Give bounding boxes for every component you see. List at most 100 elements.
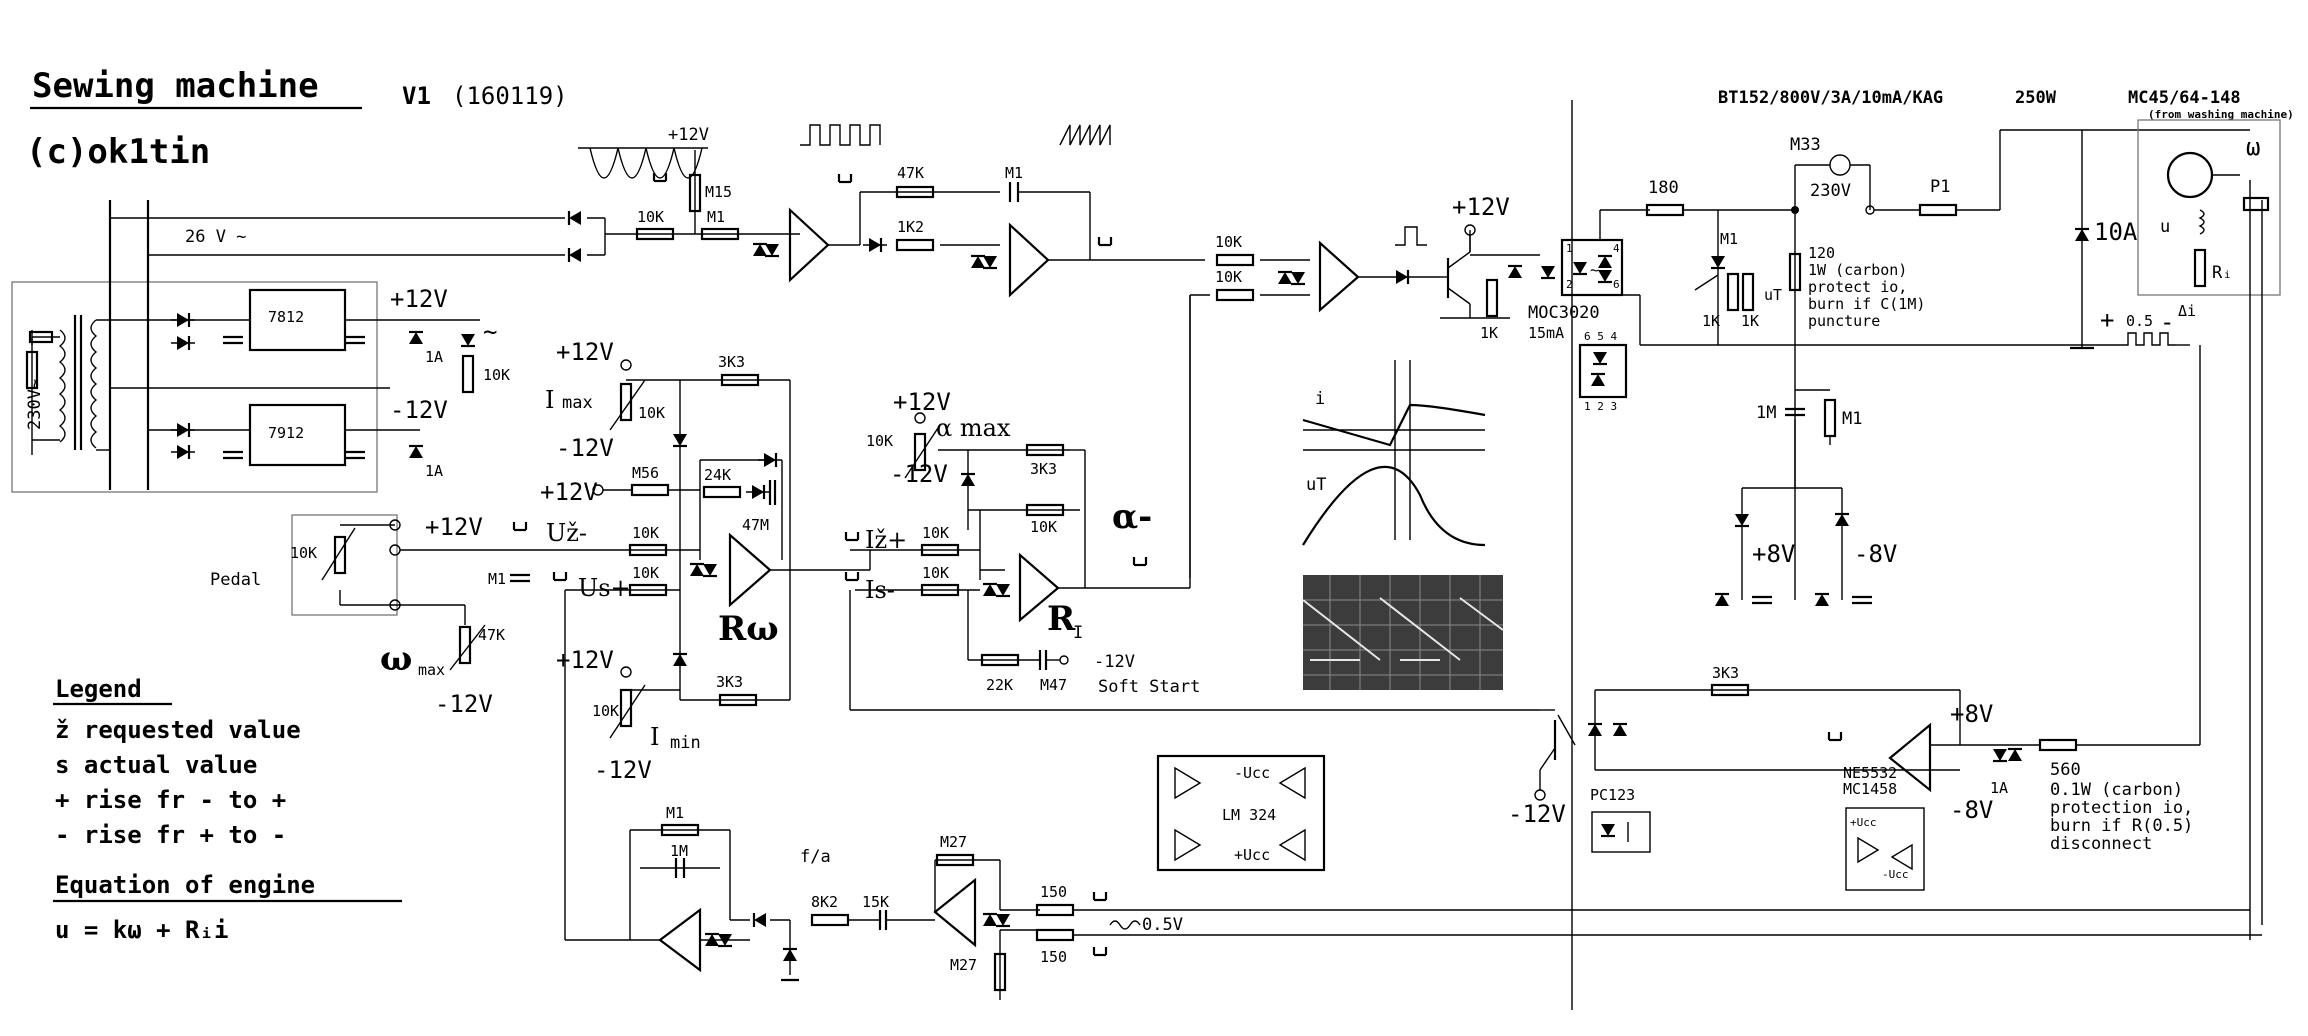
equation-title: Equation of engine — [55, 871, 315, 899]
lm324-ucc-m: -Ucc — [1234, 764, 1270, 782]
is-label: Is- — [865, 576, 895, 604]
version: V1 — [402, 82, 431, 110]
lm324-pinout: LM 324 -Ucc +Ucc — [1156, 754, 1326, 872]
fuse-1a-sense: 1A — [1990, 779, 2008, 797]
m15: M15 — [705, 183, 732, 201]
fuse-label-1: 1A — [425, 348, 443, 366]
alpha-minus: α- — [1112, 497, 1152, 537]
alpha-max: α max — [936, 414, 1011, 442]
title: Sewing machine — [32, 66, 319, 106]
reg-7812: 7812 — [268, 308, 304, 326]
r3k3-imin: 3K3 — [716, 673, 743, 691]
r3k3-alpha: 3K3 — [1030, 460, 1057, 478]
omega-max: ω — [380, 639, 412, 679]
r120-note1: 1W (carbon) — [1808, 261, 1907, 279]
c1m: 1M — [1756, 403, 1776, 423]
r1k-gate: 1K — [1702, 312, 1720, 330]
r10k-imin: 10K — [592, 702, 619, 720]
imax-m12: -12V — [556, 434, 614, 462]
header-right: BT152/800V/3A/10mA/KAG 250W MC45/64-148 … — [1718, 88, 2294, 121]
m27-top: M27 — [940, 833, 967, 851]
voltage-trace — [1302, 465, 1486, 547]
alpha-m12: -12V — [890, 460, 948, 488]
current-trace — [1302, 403, 1486, 447]
m56-p12: +12V — [540, 478, 598, 506]
svg-text:-: - — [2160, 308, 2174, 336]
imin-m12: -12V — [594, 756, 652, 784]
equation: u = kω + Rᵢi — [55, 916, 228, 944]
scope-panel: i uT — [1302, 360, 1504, 690]
r180: 180 — [1648, 178, 1679, 198]
svg-text:6: 6 — [1613, 278, 1620, 291]
imin-p12: +12V — [556, 646, 614, 674]
r560: 560 — [2050, 760, 2081, 780]
motor-u: u — [2160, 217, 2170, 237]
m1-sync: M1 — [707, 208, 725, 226]
m27-bottom: M27 — [950, 956, 977, 974]
m1-pedal: M1 — [488, 570, 506, 588]
motor-omega: ω — [2246, 133, 2260, 161]
imin-label: I — [650, 723, 659, 751]
r10k-is: 10K — [922, 564, 949, 582]
r47m: 47M — [742, 516, 769, 534]
power-supply: 230V~ 7812 7912 +12V -12V 1A 1A 10K ~ 2 — [11, 200, 565, 493]
r10k-cmp2: 10K — [1215, 268, 1242, 286]
sense-p8v: +8V — [1950, 700, 1993, 728]
delta-i: Δi — [2178, 302, 2196, 320]
motor-spec: MC45/64-148 — [2128, 88, 2241, 108]
ne-ucc-m: -Ucc — [1882, 868, 1909, 881]
reg-out-neg: -12V — [390, 396, 448, 424]
imax-sub: max — [562, 393, 593, 413]
r10k-cmp1: 10K — [1215, 233, 1242, 251]
legend-title: Legend — [55, 675, 142, 703]
imin-sub: min — [670, 733, 701, 753]
r120-note4: puncture — [1808, 312, 1880, 330]
oscilloscope-photo — [1303, 575, 1503, 690]
v05-label: 0.5V — [1142, 915, 1183, 935]
shunt-value: 0.5 — [2126, 312, 2153, 330]
r1k-trans: 1K — [1480, 324, 1498, 342]
regulators: +12V I max -12V 10K 3K3 +12V M56 24K 47M — [210, 295, 1540, 940]
sync-p12: +12V — [668, 125, 709, 145]
r10k-ps: 10K — [483, 366, 510, 384]
soft-start: Soft Start — [1098, 677, 1200, 697]
omega-m12: -12V — [435, 690, 493, 718]
r47k-omega: 47K — [478, 626, 505, 644]
supply-m8v: -8V — [1854, 540, 1897, 568]
lm324-ucc-p: +Ucc — [1234, 846, 1270, 864]
fa-label: f/a — [800, 847, 831, 867]
sawtooth-waveform — [1059, 124, 1111, 146]
moc-pins-bottom: 1 2 3 — [1584, 400, 1617, 413]
legend-item-3: + rise fr - to + — [55, 786, 286, 814]
mc1458-label: MC1458 — [1843, 780, 1897, 798]
r-i-sub: I — [1073, 623, 1083, 643]
moc-label: MOC3020 — [1528, 303, 1600, 323]
thyristor-spec: BT152/800V/3A/10mA/KAG — [1718, 88, 1943, 108]
fuse-p1: P1 — [1930, 177, 1950, 197]
moc-current: 15mA — [1528, 324, 1564, 342]
r560-note4: disconnect — [2050, 834, 2152, 854]
motor-note: (from washing machine) — [2148, 108, 2294, 121]
r150-top: 150 — [1040, 883, 1067, 901]
mains-label: 230V~ — [25, 379, 45, 430]
m1-snub: M1 — [1720, 230, 1738, 248]
r10k-alpha: 10K — [866, 432, 893, 450]
us-label: Us+ — [578, 574, 631, 602]
m1-div: M1 — [1842, 409, 1862, 429]
motor-symbol — [2166, 151, 2214, 199]
reg-out-pos: +12V — [390, 285, 448, 313]
square-waveform — [800, 124, 881, 146]
r10k-pedal: 10K — [290, 544, 317, 562]
r10k-iz: 10K — [922, 524, 949, 542]
r560-note1: 0.1W (carbon) — [2050, 780, 2183, 800]
legend: Legend ž requested value s actual value … — [53, 675, 402, 944]
ne5532-label: NE5532 — [1843, 764, 1897, 782]
svg-text:4: 4 — [1613, 242, 1620, 255]
author: (c)ok1tin — [26, 132, 210, 172]
r560-note3: burn if R(0.5) — [2050, 816, 2193, 836]
r3k3-imax: 3K3 — [718, 353, 745, 371]
r120-note2: protect io, — [1808, 278, 1907, 296]
r10k-uz: 10K — [632, 524, 659, 542]
alpha-p12: +12V — [893, 388, 951, 416]
